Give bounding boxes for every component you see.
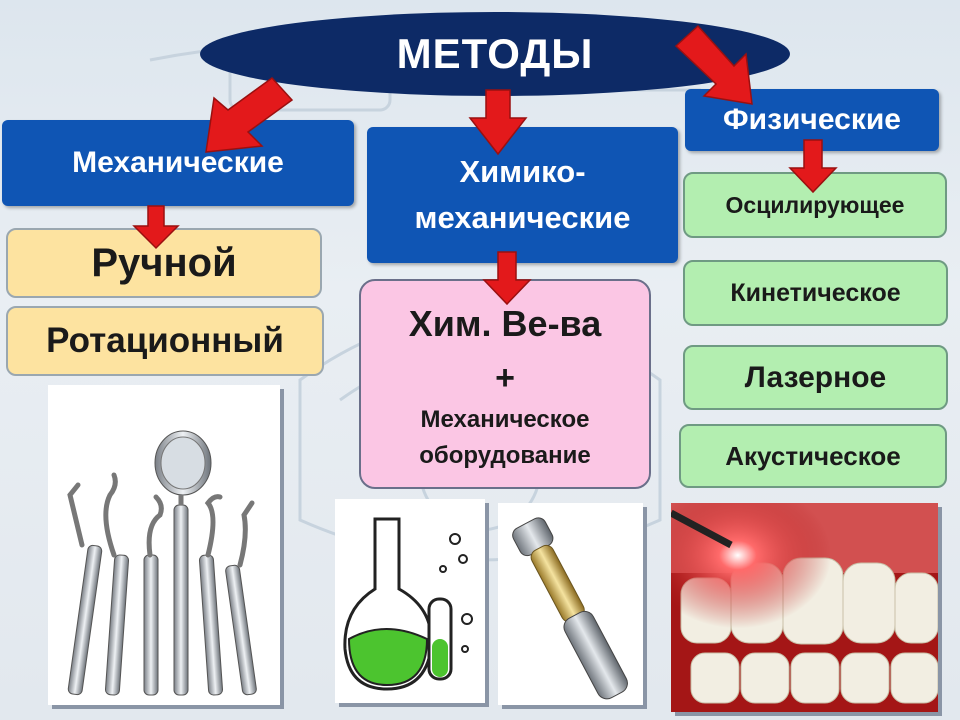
dental-instruments-image <box>48 385 280 705</box>
handpiece-image <box>498 503 643 705</box>
oscillating-label: Осцилирующее <box>725 191 905 218</box>
title-oval: МЕТОДЫ <box>200 12 790 96</box>
manual-label: Ручной <box>91 240 237 285</box>
mechanical-equipment-label: Механическое <box>420 406 590 433</box>
plus-sign: + <box>495 359 515 397</box>
chemmech-label-line2: механические <box>414 200 631 235</box>
laser-item: Лазерное <box>683 345 948 410</box>
manual-item: Ручной <box>6 228 322 298</box>
chemmech-label-line1: Химико- <box>459 154 586 189</box>
mechanical-category: Механические <box>2 120 354 206</box>
chemmech-item: Хим. Ве-ва + Механическое оборудование <box>359 279 651 489</box>
laser-teeth-image <box>671 503 938 712</box>
rotary-item: Ротационный <box>6 306 324 376</box>
acoustic-label: Акустическое <box>725 440 901 471</box>
chem-substances-label: Хим. Ве-ва <box>408 303 602 344</box>
acoustic-item: Акустическое <box>679 424 947 488</box>
laser-label: Лазерное <box>744 360 887 394</box>
equipment-label: оборудование <box>419 442 591 469</box>
oscillating-item: Осцилирующее <box>683 172 947 238</box>
physical-category: Физические <box>685 89 939 151</box>
flask-image <box>335 499 485 703</box>
rotary-label: Ротационный <box>46 321 284 360</box>
title-text: МЕТОДЫ <box>396 30 594 77</box>
physical-label: Физические <box>723 103 901 136</box>
chemmech-category: Химико- механические <box>367 127 678 263</box>
mechanical-label: Механические <box>72 146 284 179</box>
kinetic-item: Кинетическое <box>683 260 948 326</box>
kinetic-label: Кинетическое <box>730 278 901 307</box>
